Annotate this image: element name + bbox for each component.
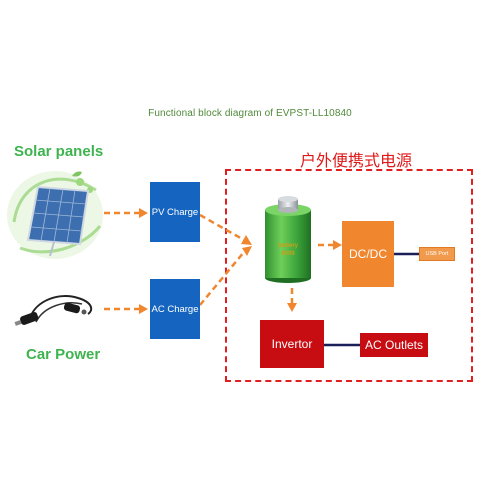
- dcdc-block: DC/DC: [342, 221, 394, 287]
- usb-port-block: USB Port: [419, 247, 455, 261]
- product-name-cn: 户外便携式电源: [300, 151, 413, 170]
- solar-panel-icon: [7, 171, 103, 259]
- power-station-boundary: [225, 169, 473, 382]
- ac-outlets-block: AC Outlets: [360, 333, 428, 357]
- flow-arrows: [104, 211, 334, 311]
- pv-charge-block: PV Charge: [150, 182, 200, 242]
- car-charger-cable-icon: [14, 295, 93, 326]
- battery-label: battery 8000: [265, 242, 311, 258]
- battery-label-line1: battery: [277, 243, 298, 249]
- invertor-block: Invertor: [260, 320, 324, 368]
- battery-label-line2: 8000: [281, 251, 295, 257]
- diagram-title: Functional block diagram of EVPST-LL1084…: [148, 108, 352, 119]
- solar-panels-label: Solar panels: [14, 143, 104, 160]
- battery-icon: [265, 196, 311, 283]
- arrow-heads: [139, 208, 342, 314]
- ac-charge-block: AC Charge: [150, 279, 200, 339]
- car-power-label: Car Power: [26, 346, 101, 363]
